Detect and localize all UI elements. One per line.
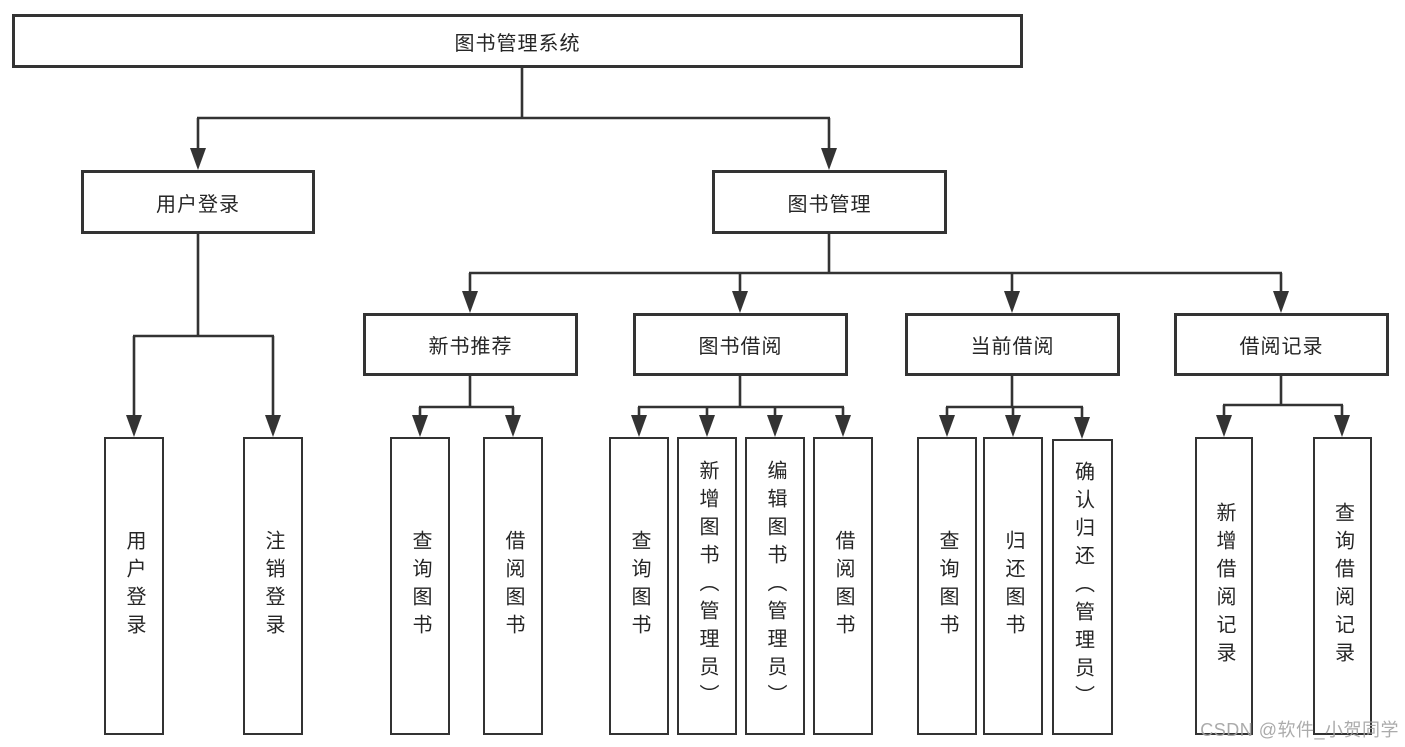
leaf-add-record: 新增借阅记录 (1195, 437, 1253, 735)
leaf-return-book: 归还图书 (983, 437, 1043, 735)
node-book-borrow-label: 图书借阅 (698, 336, 783, 358)
leaf-edit-book: 编辑图书（管理员） (745, 437, 805, 735)
node-book-mgmt: 图书管理 (712, 170, 947, 234)
leaf-query-record: 查询借阅记录 (1313, 437, 1372, 735)
leaf-add-book: 新增图书（管理员） (677, 437, 737, 735)
leaf-query-book-3-label: 查询图书 (936, 530, 958, 642)
node-user-login: 用户登录 (81, 170, 315, 234)
leaf-query-book-2-label: 查询图书 (628, 530, 650, 642)
leaf-logout: 注销登录 (243, 437, 303, 735)
node-borrow-record: 借阅记录 (1174, 313, 1389, 376)
watermark-text: CSDN @软件_小贺同学 (1200, 720, 1399, 740)
node-root: 图书管理系统 (12, 14, 1023, 68)
node-borrow-record-label: 借阅记录 (1239, 336, 1324, 358)
leaf-borrow-book-2-label: 借阅图书 (832, 530, 854, 642)
leaf-borrow-book-2: 借阅图书 (813, 437, 873, 735)
leaf-user-login-label: 用户登录 (123, 530, 145, 642)
leaf-borrow-book-1: 借阅图书 (483, 437, 543, 735)
node-new-book-rec: 新书推荐 (363, 313, 578, 376)
node-root-label: 图书管理系统 (454, 32, 581, 55)
node-current-borrow-label: 当前借阅 (970, 336, 1055, 358)
leaf-confirm-return-label: 确认归还（管理员） (1071, 461, 1094, 713)
node-current-borrow: 当前借阅 (905, 313, 1120, 376)
node-book-borrow: 图书借阅 (633, 313, 848, 376)
leaf-add-record-label: 新增借阅记录 (1213, 502, 1235, 670)
arrowheads (126, 148, 1350, 439)
leaf-query-record-label: 查询借阅记录 (1331, 502, 1354, 670)
node-user-login-label: 用户登录 (156, 193, 240, 216)
leaf-add-book-label: 新增图书（管理员） (696, 460, 718, 712)
leaf-user-login: 用户登录 (104, 437, 164, 735)
leaf-query-book-1-label: 查询图书 (409, 530, 431, 642)
node-new-book-rec-label: 新书推荐 (428, 336, 513, 358)
leaf-return-book-label: 归还图书 (1002, 530, 1024, 642)
node-book-mgmt-label: 图书管理 (787, 193, 872, 216)
leaf-edit-book-label: 编辑图书（管理员） (764, 460, 786, 712)
leaf-confirm-return: 确认归还（管理员） (1052, 439, 1113, 735)
leaf-query-book-2: 查询图书 (609, 437, 669, 735)
leaf-query-book-3: 查询图书 (917, 437, 977, 735)
leaf-logout-label: 注销登录 (262, 530, 284, 642)
leaf-borrow-book-1-label: 借阅图书 (502, 530, 524, 642)
leaf-query-book-1: 查询图书 (390, 437, 450, 735)
